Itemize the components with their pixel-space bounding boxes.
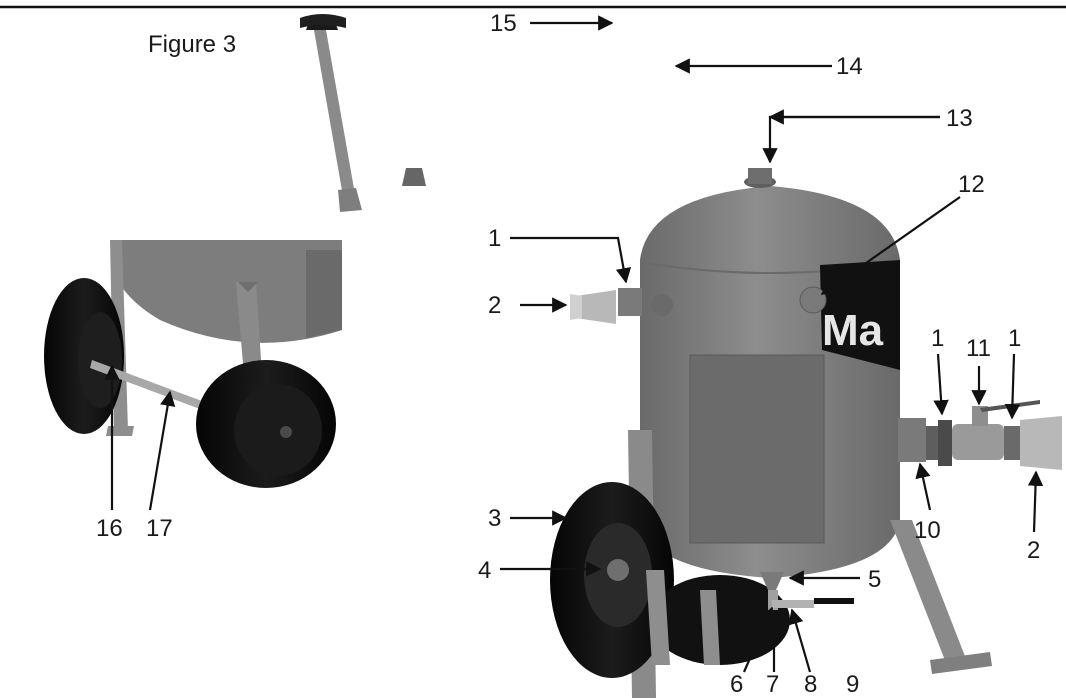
callout-lines [104, 15, 1044, 673]
callout-5: 5 [868, 566, 881, 593]
callout-14: 14 [836, 53, 863, 80]
callout-labels: 15 14 13 12 1 2 11 1 1 10 2 3 4 5 6 7 8 … [96, 10, 1040, 698]
callout-1-right-a: 1 [931, 325, 944, 352]
callout-11: 11 [966, 335, 991, 362]
callout-10: 10 [914, 517, 941, 544]
callout-16: 16 [96, 515, 123, 542]
callout-1-right-b: 1 [1008, 325, 1021, 352]
callout-15: 15 [490, 10, 517, 37]
callout-9: 9 [846, 671, 859, 698]
callout-6: 6 [730, 671, 743, 698]
callout-2-left: 2 [488, 292, 501, 319]
callout-12: 12 [958, 171, 985, 198]
logo-text: Ma [822, 306, 884, 355]
callout-17: 17 [146, 515, 173, 542]
callout-2-right: 2 [1027, 537, 1040, 564]
callout-7: 7 [766, 671, 779, 698]
callout-3: 3 [488, 505, 501, 532]
inset-wheel-axle [44, 240, 342, 488]
blast-pot-illustration: Ma [300, 14, 1062, 698]
callout-13: 13 [946, 105, 973, 132]
callout-8: 8 [804, 671, 817, 698]
callout-4: 4 [478, 557, 491, 584]
figure-title: Figure 3 [148, 31, 236, 58]
callout-1-left: 1 [488, 225, 501, 252]
